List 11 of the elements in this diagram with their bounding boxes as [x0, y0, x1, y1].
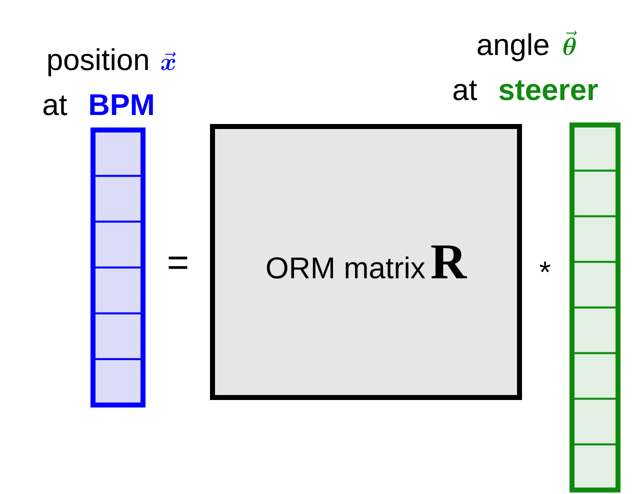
vector-symbol: $\vec{\boldsymbol{\theta}}$ — [563, 30, 577, 56]
vector-label: at — [43, 96, 67, 116]
equals-sign: = — [168, 256, 188, 269]
vector-label: angle — [478, 33, 548, 62]
multiplication-sign: * — [540, 262, 550, 272]
vector-label: BPM — [90, 94, 153, 115]
vector-symbol: $\vec{\boldsymbol{x}}$ — [161, 52, 176, 70]
matrix-box: ORM matrixR — [210, 124, 522, 400]
vector-label: at — [453, 80, 477, 100]
vector-label: steerer — [499, 80, 598, 100]
vector-label: position — [48, 48, 148, 76]
